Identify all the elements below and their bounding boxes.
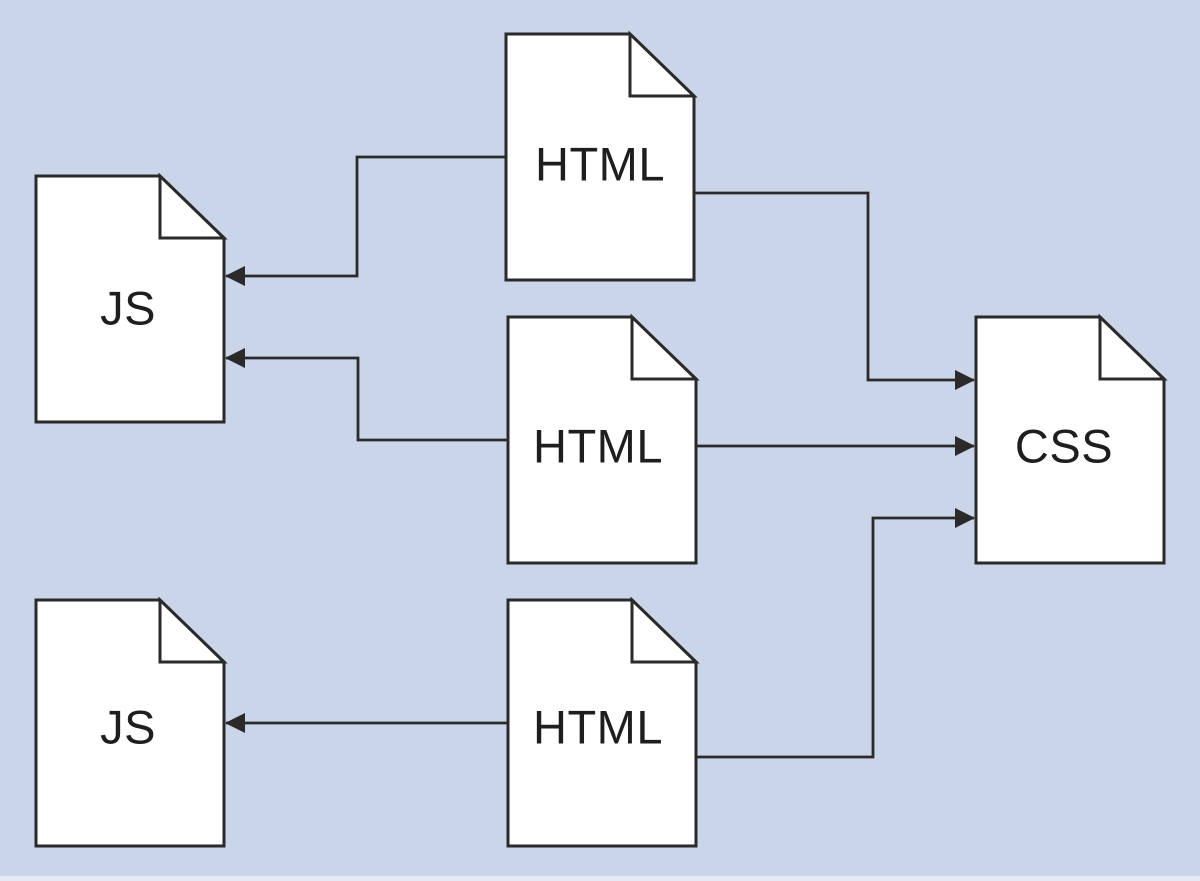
folded-corner-icon <box>630 596 700 664</box>
file-label-js-bottom: JS <box>100 701 156 754</box>
file-label-css: CSS <box>1015 420 1113 473</box>
file-node-js-top: JS <box>34 172 228 424</box>
file-node-css: CSS <box>974 313 1168 565</box>
edge-html-top-to-css <box>693 191 975 390</box>
file-node-js-bottom: JS <box>34 596 228 848</box>
file-node-html-middle: HTML <box>506 313 700 565</box>
file-label-html-middle: HTML <box>533 420 663 473</box>
file-node-html-bottom: HTML <box>506 596 700 848</box>
folded-corner-icon <box>628 30 698 98</box>
folded-corner-icon <box>158 172 228 240</box>
folded-corner-icon <box>630 313 700 381</box>
folded-corner-icon <box>158 596 228 664</box>
edges-layer <box>225 155 975 759</box>
file-label-html-top: HTML <box>535 138 665 191</box>
file-label-js-top: JS <box>100 282 156 335</box>
edge-html-bottom-to-css <box>696 508 975 759</box>
file-node-html-top: HTML <box>504 30 698 282</box>
edge-html-top-to-js-top <box>225 155 506 286</box>
folded-corner-icon <box>1098 313 1168 381</box>
edge-html-middle-to-js-top <box>225 348 508 442</box>
page-bottom-edge <box>0 876 1200 881</box>
file-label-html-bottom: HTML <box>533 701 663 754</box>
